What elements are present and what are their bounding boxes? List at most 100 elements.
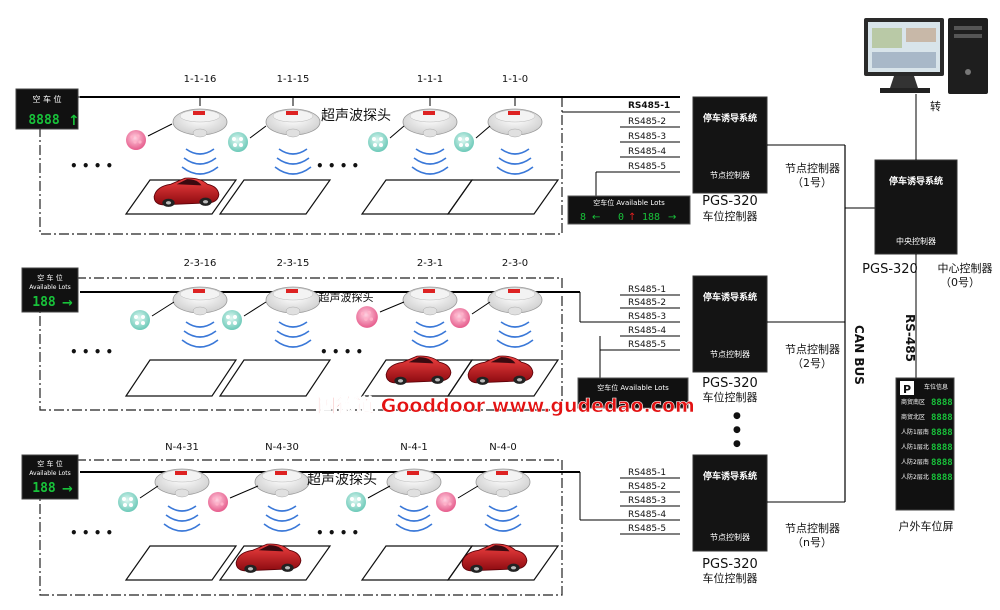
node-no: （1号） [792,176,832,189]
row-1-display-value: 8888 [28,113,59,128]
central-controller: 停车诱导系统 中央控制器 [874,159,958,255]
ultrasonic-sensor-icon [154,468,210,498]
parking-space [124,179,238,215]
rs485-4-label: RS485-4 [628,147,666,157]
row-1-rs485-lines: RS485-1 RS485-2 RS485-3 RS485-4 RS485-5 [562,101,680,196]
rs485-3-label: RS485-3 [628,496,666,506]
parking-space [124,545,238,581]
red-car-icon [235,543,302,574]
ultrasonic-wave-icon [395,505,433,532]
ellipsis: • • • • [320,345,363,359]
controller-desc: 车位控制器 [703,209,758,223]
ultrasonic-sensor-icon [386,468,442,498]
row-3-display-value: 188 [32,481,56,496]
sensor-label-n-4-30: N-4-30 [265,442,299,453]
controller-desc: 车位控制器 [703,390,758,404]
node-no: （2号） [792,357,832,370]
row-2-display-subtitle: Available Lots [29,284,70,291]
rs485-4-label: RS485-4 [628,510,666,520]
row-3-zone-border [39,459,563,596]
outdoor-row-label: 人防1层北 [901,443,929,451]
probe-label: 超声波探头 [319,290,374,304]
probe-label: 超声波探头 [307,472,377,488]
node-label: 节点控制器 [785,161,840,175]
rs485-2-label: RS485-2 [628,298,666,308]
teal-indicator-light-icon [368,132,388,152]
ultrasonic-sensor-icon [265,286,321,316]
controller-desc: 车位控制器 [703,571,758,585]
ellipsis: • • • • [70,526,113,540]
ultrasonic-wave-icon [411,148,449,175]
central-no: （0号） [940,276,980,289]
row-3-controller: 停车诱导系统 节点控制器 PGS-320 车位控制器 [692,454,768,585]
node-no: （n号） [792,536,832,549]
pc-label: 转 [930,99,941,113]
ultrasonic-sensor-icon [487,108,543,138]
sensor-label-1-1-0: 1-1-0 [502,74,528,85]
row-1-display-title: 空 车 位 [32,94,61,104]
sensor-label-2-3-16: 2-3-16 [184,258,217,269]
lane-display-board: 空车位 Available Lots 8 ← 0 ↑ 188 → [567,195,691,225]
ellipsis: • • • • [316,526,359,540]
rs485-5-label: RS485-5 [628,524,666,534]
outdoor-row-value: 8888 [931,473,953,483]
arrow-right-icon: → [668,212,676,223]
ellipsis: • • • • [70,159,113,173]
ultrasonic-sensor-icon [265,108,321,138]
rs485-2-label: RS485-2 [628,482,666,492]
pink-indicator-light-icon [436,492,456,512]
arrow-up-icon: ↑ [68,113,80,129]
parking-space [360,545,474,581]
sensor-label-n-4-31: N-4-31 [165,442,199,453]
row-1: 空 车 位 8888 ↑ 1-1-16 1-1-15 1-1-1 1-1-0 超… [15,74,845,235]
row-2-display-value: 188 [32,295,56,310]
lane-display-board-2: 空车位 Available Lots [577,377,689,409]
outdoor-row-value: 8888 [931,443,953,453]
outdoor-row-label: 人防2层南 [901,458,929,466]
central-sub: 中央控制器 [896,236,936,246]
sensor-label-n-4-0: N-4-0 [489,442,516,453]
ultrasonic-wave-icon [263,505,301,532]
arrow-left-icon: ← [592,212,600,223]
controller-title: 停车诱导系统 [703,291,757,303]
ultrasonic-wave-icon [484,505,522,532]
teal-indicator-light-icon [130,310,150,330]
outdoor-row-value: 8888 [931,428,953,438]
ultrasonic-wave-icon [181,321,219,348]
controller-sub: 节点控制器 [710,170,750,180]
ultrasonic-wave-icon [274,321,312,348]
sensor-label-2-3-0: 2-3-0 [502,258,528,269]
parking-space [360,179,474,215]
outdoor-header: 车位信息 [924,383,948,391]
teal-indicator-light-icon [346,492,366,512]
ellipsis: • • • • [316,159,359,173]
sensor-label-2-3-1: 2-3-1 [417,258,443,269]
row-2: 空 车 位 Available Lots 188 → 2-3-16 2-3-15… [21,258,845,411]
outdoor-label: 户外车位屏 [899,519,954,533]
pink-indicator-light-icon [450,308,470,328]
lane-display-right: 188 [642,212,660,223]
ultrasonic-sensor-icon [402,286,458,316]
controller-sub: 节点控制器 [710,349,750,359]
ultrasonic-wave-icon [181,148,219,175]
arrow-right-icon: → [62,296,73,311]
rs485-1-label: RS485-1 [628,101,670,111]
ultrasonic-sensor-icon [402,108,458,138]
outdoor-row-value: 8888 [931,398,953,408]
ultrasonic-wave-icon [496,321,534,348]
pink-indicator-light-icon [208,492,228,512]
rs485-4-label: RS485-4 [628,326,666,336]
sensor-label-n-4-1: N-4-1 [400,442,427,453]
row-2-zone-border [39,277,563,411]
ultrasonic-wave-icon [163,505,201,532]
teal-indicator-light-icon [118,492,138,512]
rs485-1-label: RS485-1 [628,468,666,478]
controller-model: PGS-320 [702,557,758,572]
outdoor-row-label: 人防1层南 [901,428,929,436]
sensor-label-2-3-15: 2-3-15 [277,258,310,269]
teal-indicator-light-icon [454,132,474,152]
ultrasonic-sensor-icon [254,468,310,498]
ultrasonic-sensor-icon [172,108,228,138]
